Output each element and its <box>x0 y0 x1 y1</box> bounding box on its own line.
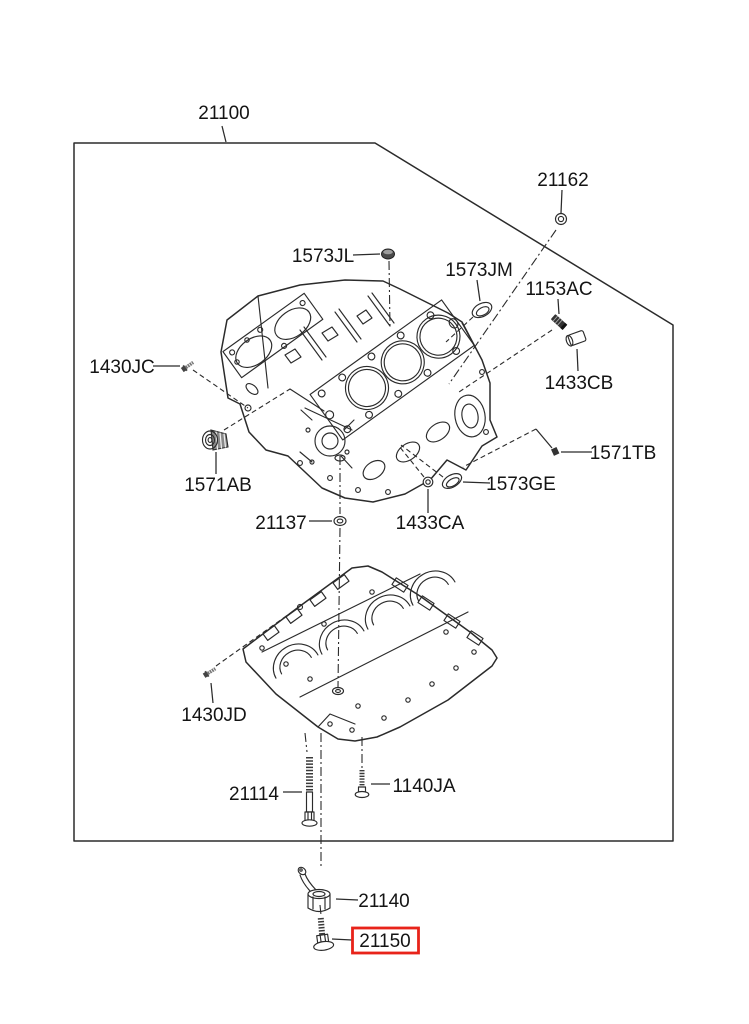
axis-1573JL <box>388 260 391 328</box>
axis-1153AC <box>458 329 553 393</box>
callout-1571TB[interactable]: 1571TB <box>590 443 657 464</box>
callout-1430JC[interactable]: 1430JC <box>89 357 155 378</box>
diagram-frame <box>73 142 674 842</box>
part-1140JA-bolt <box>354 770 370 799</box>
part-1573GE-cup-plug <box>441 473 463 489</box>
cylinder-block-drawing <box>220 279 498 503</box>
part-1573JM-cup-plug <box>471 301 493 319</box>
part-21162-washer <box>554 212 568 226</box>
axis-1571AB-pointer <box>289 388 325 412</box>
ladder-frame-drawing <box>242 565 498 742</box>
callout-21140[interactable]: 21140 <box>358 891 409 912</box>
callout-1140JA[interactable]: 1140JA <box>392 776 455 797</box>
callout-1433CA[interactable]: 1433CA <box>396 513 465 534</box>
callout-1571AB[interactable]: 1571AB <box>184 475 252 496</box>
axis-1571TB-dash <box>462 428 537 468</box>
part-1433CB-dowel <box>565 330 587 347</box>
part-21114-bolt <box>301 757 318 827</box>
part-1430JC-bolt <box>180 360 195 373</box>
callout-21137[interactable]: 21137 <box>255 513 306 534</box>
callout-21150[interactable]: 21150 <box>359 931 410 952</box>
axis-1573GE <box>400 444 444 478</box>
callout-1573JM[interactable]: 1573JM <box>445 260 513 281</box>
leader-lines <box>153 189 592 941</box>
axis-1573JM <box>445 316 474 343</box>
callout-1433CB[interactable]: 1433CB <box>545 373 614 394</box>
axis-21150 <box>319 904 322 916</box>
callout-1153AC[interactable]: 1153AC <box>525 279 592 300</box>
part-21140-oil-jet <box>297 866 331 913</box>
axis-1430JD <box>215 606 300 667</box>
axis-1433CA <box>398 445 425 478</box>
axis-1571AB <box>223 388 291 431</box>
part-1153AC-stud <box>551 314 568 330</box>
part-1571AB-plug <box>201 429 229 451</box>
leader-21100 <box>221 125 227 143</box>
part-21137-ring <box>333 515 347 527</box>
axis-1430JC <box>192 369 249 409</box>
part-1430JD-bolt <box>202 667 217 678</box>
callout-21100[interactable]: 21100 <box>198 103 249 124</box>
highlight-box-21150[interactable] <box>351 926 420 955</box>
callout-21114[interactable]: 21114 <box>229 784 279 805</box>
part-1433CA-washer <box>422 476 434 488</box>
part-1573JL-cap <box>381 248 395 260</box>
axis-21137-lower <box>337 527 341 688</box>
callout-1573GE[interactable]: 1573GE <box>486 474 556 495</box>
part-21150-bolt <box>313 917 335 951</box>
callout-21162[interactable]: 21162 <box>537 170 588 191</box>
axis-1571TB <box>535 428 553 449</box>
callout-1430JD[interactable]: 1430JD <box>181 705 247 726</box>
axis-21114 <box>304 732 308 753</box>
callout-1573JL[interactable]: 1573JL <box>292 246 354 267</box>
axis-21162 <box>448 229 557 385</box>
part-1571TB-plug <box>551 447 560 456</box>
